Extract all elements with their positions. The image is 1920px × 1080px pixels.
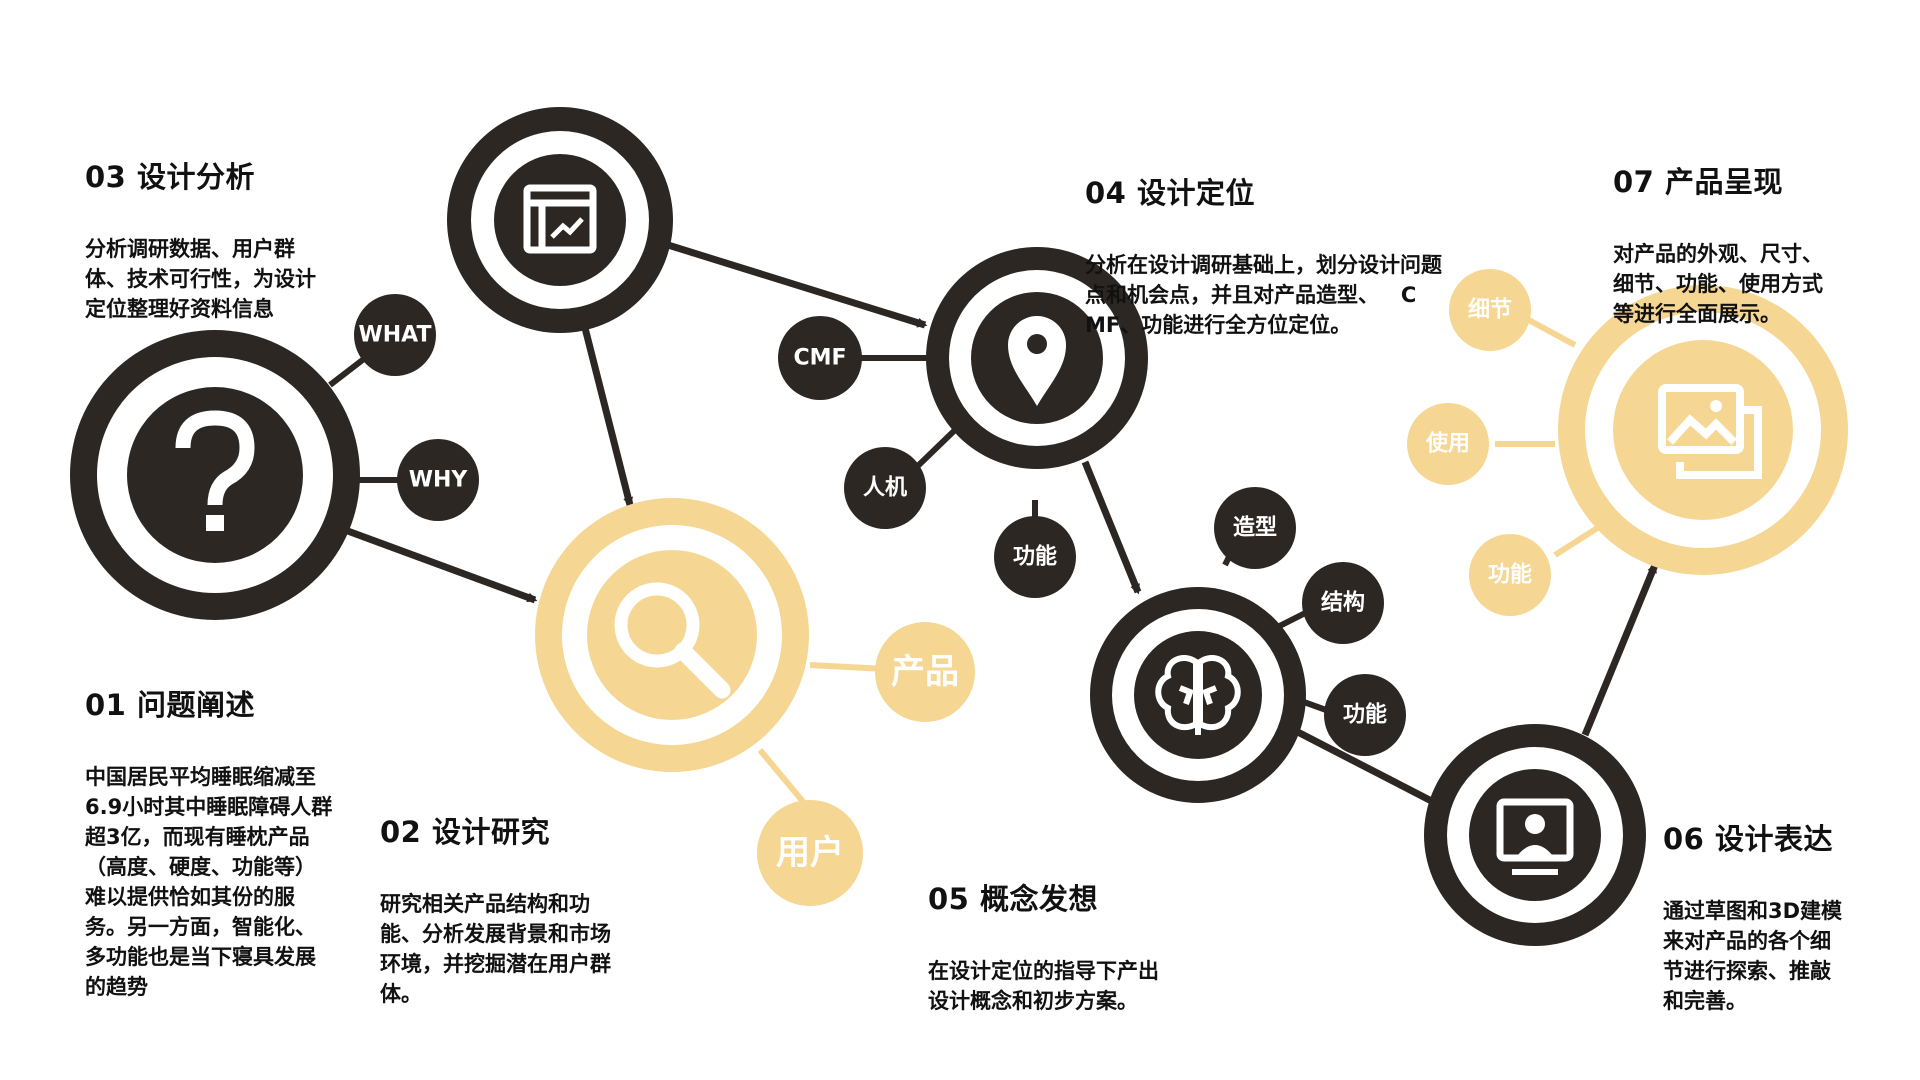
tag-usage: 使用 xyxy=(1407,403,1489,485)
question-icon xyxy=(175,410,255,531)
stage-05-node xyxy=(1090,587,1306,803)
stage-05-description: 在设计定位的指导下产出 设计概念和初步方案。 xyxy=(928,959,1159,1013)
stage-01-textblock: 01 问题阐述 中国居民平均睡眠缩减至 6.9小时其中睡眠障碍人群 超3亿，而现… xyxy=(85,648,332,1021)
tag-user-label: 用户 xyxy=(776,833,844,873)
stage-02-textblock: 02 设计研究 研究相关产品结构和功 能、分析发展背景和市场 环境，并挖掘潜在用… xyxy=(380,775,611,1028)
stage-04-title: 04 设计定位 xyxy=(1085,176,1255,210)
tag-function-05: 功能 xyxy=(1324,674,1406,756)
stage-03-textblock: 03 设计分析 分析调研数据、用户群 体、技术可行性，为设计 定位整理好资料信息 xyxy=(85,120,316,343)
location-pin-icon xyxy=(1008,316,1066,406)
arrow-04-to-05 xyxy=(1081,460,1142,595)
tag-usage-label: 使用 xyxy=(1425,432,1470,457)
arrow-05-to-06 xyxy=(1288,724,1448,812)
stage-02-description: 研究相关产品结构和功 能、分析发展背景和市场 环境，并挖掘潜在用户群 体。 xyxy=(380,892,611,1006)
tag-why-label: WHY xyxy=(409,468,469,493)
detail-connector xyxy=(1523,315,1577,348)
stage-07-textblock: 07 产品呈现 对产品的外观、尺寸、 细节、功能、使用方式 等进行全面展示。 xyxy=(1613,125,1823,348)
stage-02-node xyxy=(535,498,809,772)
tag-ergonomics-label: 人机 xyxy=(863,476,907,501)
tag-structure-label: 结构 xyxy=(1321,590,1365,616)
stage-07-node xyxy=(1558,285,1848,575)
stage-07-description: 对产品的外观、尺寸、 细节、功能、使用方式 等进行全面展示。 xyxy=(1613,242,1823,326)
stage-07-title: 07 产品呈现 xyxy=(1613,165,1783,199)
tag-user: 用户 xyxy=(757,800,863,906)
image-gallery-icon xyxy=(1658,384,1762,479)
stage-06-node xyxy=(1424,724,1646,946)
arrow-06-to-07 xyxy=(1581,562,1659,737)
magnifier-icon xyxy=(614,582,731,699)
tag-function-04: 功能 xyxy=(994,516,1076,598)
stage-04-textblock: 04 设计定位 分析在设计调研基础上，划分设计问题 点和机会点，并且对产品造型、… xyxy=(1085,136,1442,359)
tag-detail-label: 细节 xyxy=(1468,297,1512,323)
tag-function-05-label: 功能 xyxy=(1343,702,1387,728)
stage-04-node xyxy=(926,247,1148,469)
brain-icon xyxy=(1155,655,1241,735)
arrow-01-to-02 xyxy=(343,526,538,604)
tag-product: 产品 xyxy=(875,622,975,722)
stage-03-title: 03 设计分析 xyxy=(85,160,255,194)
presentation-screen-icon xyxy=(1496,798,1574,875)
tag-function-07: 功能 xyxy=(1469,534,1551,616)
tag-ergonomics: 人机 xyxy=(844,447,926,529)
stage-01-title: 01 问题阐述 xyxy=(85,688,255,722)
stage-01-description: 中国居民平均睡眠缩减至 6.9小时其中睡眠障碍人群 超3亿，而现有睡枕产品 （高… xyxy=(85,765,333,999)
stage-02-title: 02 设计研究 xyxy=(380,815,550,849)
stage-05-textblock: 05 概念发想 在设计定位的指导下产出 设计概念和初步方案。 xyxy=(928,842,1159,1035)
stage-04-description: 分析在设计调研基础上，划分设计问题 点和机会点，并且对产品造型、 C MF、功能… xyxy=(1085,253,1442,337)
stage-06-title: 06 设计表达 xyxy=(1663,822,1833,856)
analytics-window-icon xyxy=(523,184,597,254)
tag-cmf-label: CMF xyxy=(793,346,846,371)
tag-function-04-label: 功能 xyxy=(1013,544,1057,570)
tag-shape: 造型 xyxy=(1214,487,1296,569)
user-connector xyxy=(757,748,813,812)
tag-what-label: WHAT xyxy=(358,323,431,348)
tag-shape-label: 造型 xyxy=(1233,516,1277,541)
tag-why: WHY xyxy=(397,439,479,521)
tag-what: WHAT xyxy=(354,294,436,376)
tag-cmf: CMF xyxy=(778,316,862,400)
stage-03-node xyxy=(447,107,673,333)
stage-06-textblock: 06 设计表达 通过草图和3D建模 来对产品的各个细 节进行探索、推敲 和完善。 xyxy=(1663,782,1842,1035)
stage-06-description: 通过草图和3D建模 来对产品的各个细 节进行探索、推敲 和完善。 xyxy=(1663,899,1843,1013)
stage-03-description: 分析调研数据、用户群 体、技术可行性，为设计 定位整理好资料信息 xyxy=(85,237,316,321)
tag-function-07-label: 功能 xyxy=(1488,562,1532,588)
stage-05-title: 05 概念发想 xyxy=(928,882,1098,916)
tag-product-label: 产品 xyxy=(891,652,959,692)
arrow-03-to-02 xyxy=(579,319,634,508)
arrow-03-to-04 xyxy=(666,241,928,329)
tag-detail: 细节 xyxy=(1449,269,1531,351)
tag-structure: 结构 xyxy=(1302,562,1384,644)
stage-01-node xyxy=(70,330,360,620)
